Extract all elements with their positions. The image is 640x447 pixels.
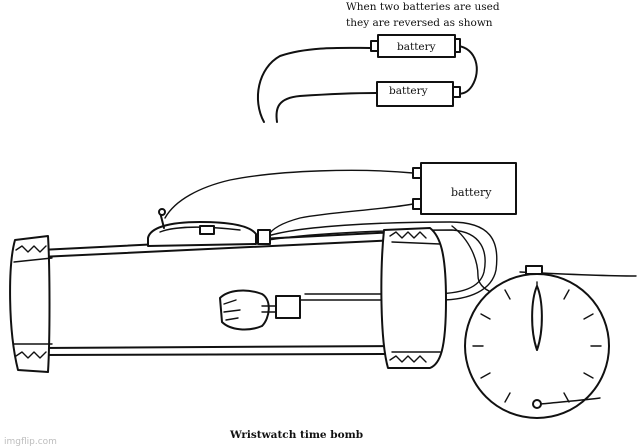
watch-tick-7	[504, 392, 511, 403]
detonator-leads	[261, 305, 277, 313]
wristwatch	[464, 265, 637, 419]
inset-wire-left	[257, 46, 373, 123]
right-cap-threads	[391, 241, 441, 353]
diagram-caption: Wristwatch time bomb	[229, 429, 363, 441]
watch-pin	[532, 399, 542, 409]
watch-crown	[525, 265, 543, 275]
watch-tick-10	[480, 313, 491, 320]
switch-spring	[159, 226, 241, 233]
right-cap-thread-marks	[389, 231, 427, 363]
battery-second-label: battery	[389, 85, 428, 97]
pipe-top-edge-inner	[39, 239, 399, 258]
watch-hand	[531, 285, 543, 351]
wire-loop-outer	[267, 221, 498, 301]
detonator-connector	[275, 295, 301, 319]
annotation-line-1: When two batteries are used	[346, 1, 500, 13]
right-end-cap	[380, 227, 447, 369]
pipe-bomb	[9, 227, 447, 373]
switch-screw-head	[158, 208, 166, 216]
watch-tick-2	[583, 313, 594, 320]
battery-second-terminal	[452, 86, 461, 98]
main-battery-body	[420, 162, 517, 215]
main-battery-terminal-bottom	[412, 198, 422, 210]
watch-tick-8	[480, 372, 491, 379]
watch-pin-wire	[540, 397, 601, 405]
wire-battery-to-clamp	[267, 203, 414, 237]
detonator	[219, 289, 301, 331]
battery-top-terminal	[370, 40, 379, 52]
switch-contact	[199, 225, 215, 235]
main-battery-terminal-top	[412, 167, 422, 179]
pipe-bottom-edge-inner	[39, 345, 399, 349]
inset-wire-right	[455, 45, 478, 95]
battery-second-body	[376, 81, 454, 107]
battery-top-label: battery	[397, 41, 436, 53]
annotation-line-2: they are reversed as shown	[346, 17, 493, 29]
left-cap-threads	[13, 257, 53, 345]
watch-tick-5	[563, 392, 570, 403]
watch-tick-1	[563, 289, 570, 300]
left-cap-thread-marks	[15, 245, 47, 359]
battery-top-cap	[454, 38, 461, 53]
reversed-batteries-inset: battery battery	[257, 34, 478, 123]
main-battery-label: battery	[451, 186, 492, 199]
detonator-body	[219, 289, 270, 331]
wire-battery-to-switch	[164, 169, 414, 219]
wire-loop-inner	[267, 229, 486, 295]
left-end-cap	[9, 235, 51, 373]
watch-tick-4	[583, 372, 594, 379]
inset-wire-left-2	[275, 92, 377, 123]
watermark: imgflip.com	[4, 437, 57, 447]
main-battery: battery	[412, 162, 517, 215]
watch-tick-11	[504, 289, 511, 300]
wire-clamp	[257, 229, 271, 245]
pipe-bottom-edge	[39, 353, 399, 356]
detonator-lines	[223, 299, 241, 321]
trigger-switch	[147, 208, 271, 247]
